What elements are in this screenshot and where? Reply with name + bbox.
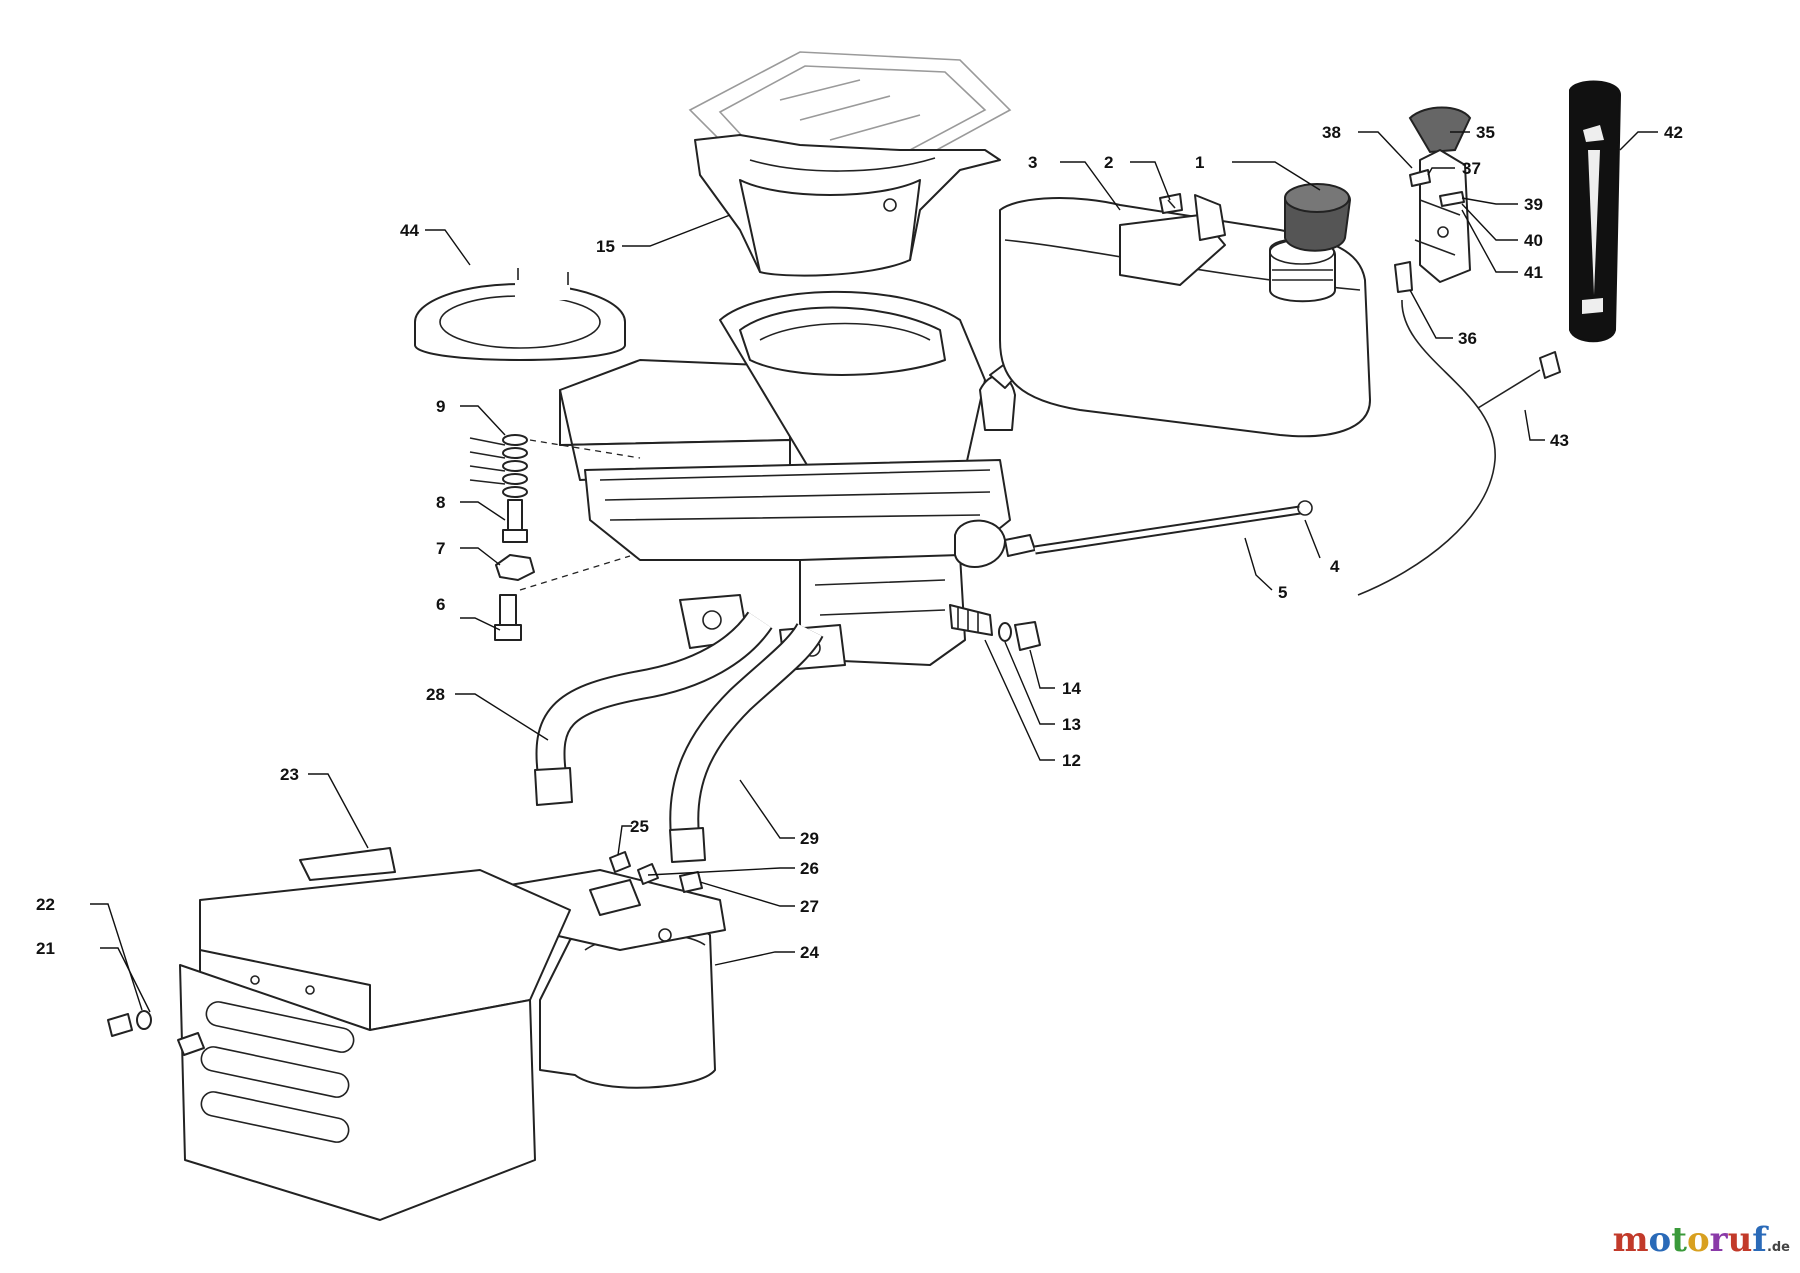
callout-44: 44	[400, 221, 419, 240]
callout-40: 40	[1524, 231, 1543, 250]
callout-29: 29	[800, 829, 819, 848]
muffler-bolts	[609, 851, 703, 893]
callout-37: 37	[1462, 159, 1481, 178]
callout-13: 13	[1062, 715, 1081, 734]
callout-12: 12	[1062, 751, 1081, 770]
muffler-guard	[177, 964, 536, 1221]
throttle-decal	[1569, 80, 1622, 343]
callout-leaders	[90, 131, 1658, 1013]
callout-6: 6	[436, 595, 445, 614]
watermark-letter: u	[1727, 1220, 1753, 1260]
callout-38: 38	[1322, 123, 1341, 142]
watermark-letter: o	[1648, 1220, 1672, 1260]
callout-23: 23	[280, 765, 299, 784]
watermark-tld: .de	[1766, 1240, 1790, 1255]
callout-28: 28	[426, 685, 445, 704]
callout-3: 3	[1028, 153, 1037, 172]
callout-5: 5	[1278, 583, 1287, 602]
air-filter-cover	[688, 51, 1012, 277]
throttle-cable	[1357, 299, 1496, 596]
air-filter-foam-ring	[414, 268, 626, 361]
throttle-lever-assembly	[1394, 106, 1472, 293]
callout-7: 7	[436, 539, 445, 558]
watermark-letter: m	[1612, 1220, 1649, 1260]
callout-43: 43	[1550, 431, 1569, 450]
assembly-guide-lines	[519, 439, 641, 591]
callout-24: 24	[800, 943, 819, 962]
callout-2: 2	[1104, 153, 1113, 172]
callout-1: 1	[1195, 153, 1204, 172]
callout-labels: 1 2 3 4 5 6 7 8 9 12 13 14 15 21 22 23 2…	[36, 123, 1683, 962]
tank-bolt	[1159, 193, 1183, 214]
watermark-letter: o	[1686, 1220, 1710, 1260]
fuel-tank	[999, 194, 1371, 438]
exhaust-pipe-right	[669, 622, 824, 863]
fastener-stack	[469, 434, 535, 641]
watermark-letter: f	[1752, 1220, 1767, 1260]
callout-25: 25	[630, 817, 649, 836]
site-watermark-logo: motoruf.de	[1613, 1220, 1790, 1260]
callout-39: 39	[1524, 195, 1543, 214]
fuel-line	[1034, 500, 1313, 555]
callout-36: 36	[1458, 329, 1477, 348]
drain-fittings	[949, 604, 1041, 651]
engine-block	[559, 290, 1036, 671]
callout-41: 41	[1524, 263, 1543, 282]
heat-shield	[199, 847, 571, 1031]
callout-4: 4	[1330, 557, 1340, 576]
spark-plug-wire	[1477, 351, 1561, 409]
callout-42: 42	[1664, 123, 1683, 142]
watermark-letter: r	[1709, 1220, 1728, 1260]
callout-26: 26	[800, 859, 819, 878]
guard-screw	[107, 1010, 152, 1037]
callout-9: 9	[436, 397, 445, 416]
callout-15: 15	[596, 237, 615, 256]
watermark-letter: t	[1671, 1220, 1687, 1260]
callout-27: 27	[800, 897, 819, 916]
callout-35: 35	[1476, 123, 1495, 142]
callout-14: 14	[1062, 679, 1081, 698]
callout-21: 21	[36, 939, 55, 958]
fuel-cap	[1284, 183, 1352, 252]
callout-8: 8	[436, 493, 445, 512]
exhaust-pipe-left	[534, 611, 773, 806]
callout-22: 22	[36, 895, 55, 914]
muffler	[509, 869, 726, 1089]
